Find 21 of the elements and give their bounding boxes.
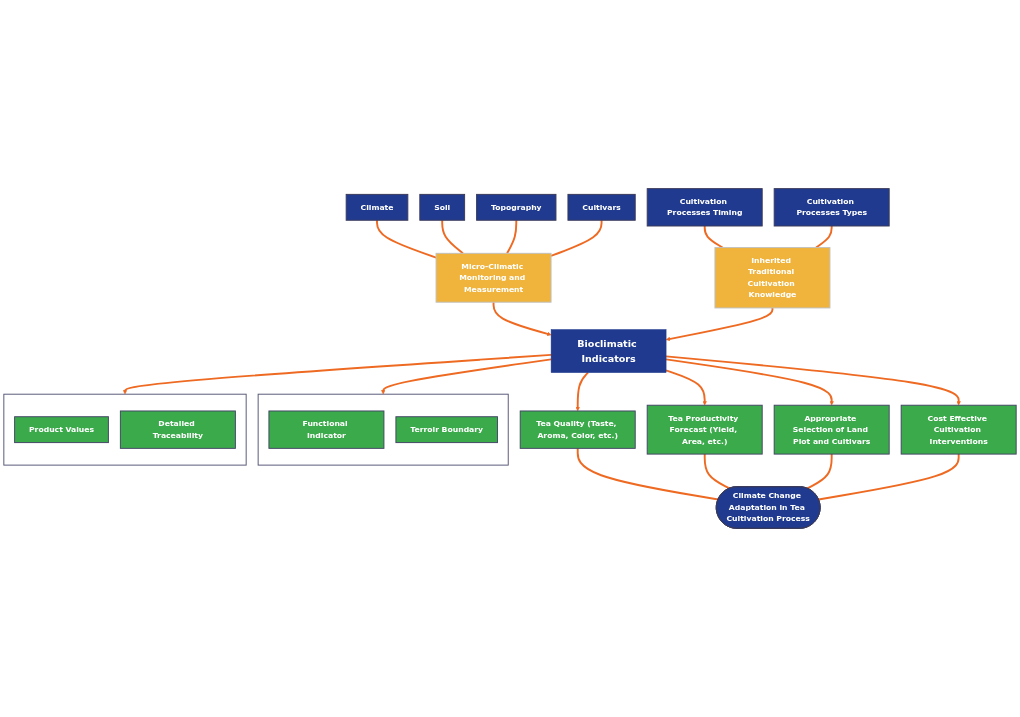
- arrow: [381, 358, 553, 395]
- connector: [703, 225, 724, 249]
- connector: [817, 453, 960, 501]
- connector: [576, 447, 720, 501]
- arrow: [665, 358, 834, 406]
- arrow: [665, 355, 961, 406]
- connector: [506, 219, 518, 255]
- cluster: [3, 393, 247, 466]
- node-box: Bioclimatic Indicators: [550, 329, 667, 373]
- arrow: [575, 371, 589, 412]
- arrow: [122, 353, 553, 395]
- connector: [703, 453, 731, 490]
- connector: [815, 225, 833, 249]
- cluster: [257, 393, 509, 466]
- arrow: [492, 301, 552, 336]
- arrow: [665, 307, 774, 342]
- connector: [806, 453, 833, 490]
- arrow: [665, 369, 707, 406]
- connector: [441, 219, 464, 255]
- connector: [550, 219, 603, 257]
- connector: [376, 219, 437, 259]
